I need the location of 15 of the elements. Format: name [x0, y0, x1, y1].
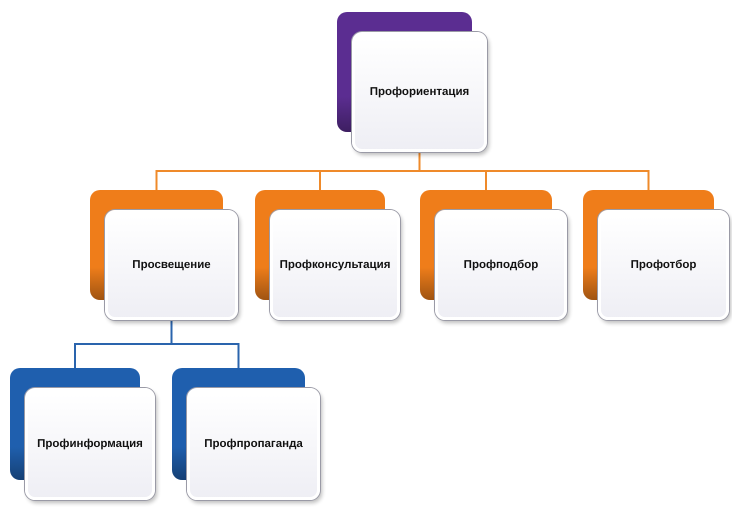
connector-line — [170, 320, 240, 368]
stacked-card — [255, 190, 400, 320]
stacked-card — [172, 368, 320, 500]
stacked-card — [337, 12, 487, 152]
node-label: Профотбор — [630, 258, 698, 273]
stacked-card — [420, 190, 567, 320]
node-label: Просвещение — [131, 258, 212, 273]
node-label: Профориентация — [368, 85, 470, 100]
node-label: Профпропаганда — [203, 437, 304, 452]
stacked-card — [90, 190, 238, 320]
stacked-card — [583, 190, 729, 320]
stacked-card — [10, 368, 155, 500]
node-label: Профинформация — [36, 437, 144, 452]
node-label: Профконсультация — [278, 258, 392, 273]
node-label: Профподбор — [462, 258, 540, 273]
